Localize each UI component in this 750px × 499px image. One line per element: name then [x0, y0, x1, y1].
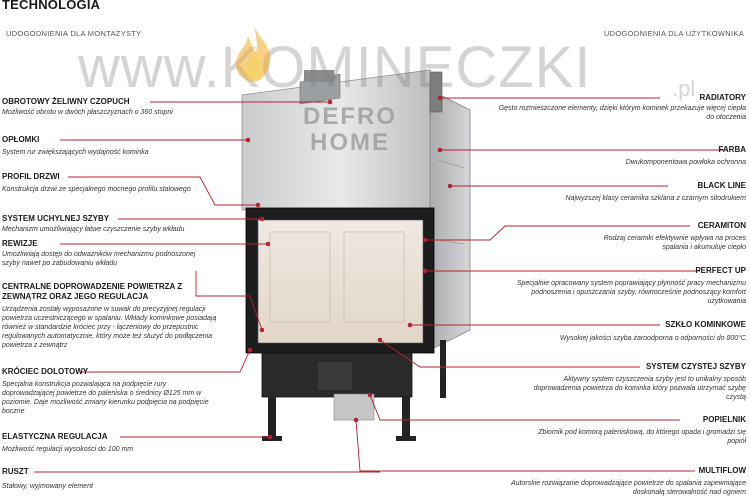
feature-left-8: RUSZT Stałowy, wyjmowany element	[2, 467, 93, 490]
left-column-heading: UDOGODNIENIA DLA MONTAŻYSTY	[6, 29, 142, 38]
feature-right-0: RADIATORY Gęsto rozmieszczone elementy, …	[498, 93, 746, 121]
watermark-tld: .pl	[672, 76, 696, 101]
feature-right-3: CERAMITON Rodzaj ceramiki efektywnie wpł…	[603, 221, 746, 251]
feature-right-5: SZKŁO KOMINKOWE Wysokiej jakości szyba ż…	[559, 320, 746, 342]
flame-icon	[236, 26, 271, 82]
feature-right-7: POPIELNIK Zbiornik pod komorą paleniskow…	[538, 415, 746, 445]
right-column-heading: UDOGODNIENIA DLA UŻYTKOWNIKA	[603, 29, 744, 38]
feature-right-8: MULTIFLOW Autorskie rozwiązanie doprowad…	[510, 466, 746, 496]
feature-left-3: SYSTEM UCHYLNEJ SZYBY Mechanizm umożliwi…	[2, 214, 185, 233]
feature-left-1: OPŁOMKI System rur zwiększających wydajn…	[2, 135, 149, 156]
feature-left-7: ELASTYCZNA REGULACJA Możliwość regulacji…	[2, 432, 134, 453]
feature-left-2: PROFIL DRZWI Konstrukcja drzwi ze specja…	[2, 172, 191, 193]
feature-right-2: BLACK LINE Najwyższej klasy ceramika szk…	[565, 181, 747, 202]
page-title: TECHNOLOGIA	[2, 0, 101, 12]
feature-right-1: FARBA Dwukomponentowa powłoka ochronna	[625, 145, 746, 166]
feature-right-4: PERFECT UP Specjalnie opracowany system …	[516, 266, 746, 305]
feature-left-0: OBROTOWY ŻELIWNY CZOPUCH Możliwość obrot…	[2, 97, 173, 116]
feature-left-4: REWIZJE Umożliwiają dostęp do odważników…	[2, 239, 196, 267]
watermark-text: www.KOMINECZKI	[78, 35, 592, 100]
feature-left-5: CENTRALNE DOPROWADZENIE POWIETRZA Z ZEWN…	[2, 282, 217, 349]
product-logo: DEFRO HOME	[303, 103, 397, 156]
feature-left-6: KRÓCIEC DOLOTOWY Specjalna konstrukcja p…	[2, 367, 209, 415]
feature-right-6: SYSTEM CZYSTEJ SZYBY Aktywny system czys…	[533, 362, 746, 401]
